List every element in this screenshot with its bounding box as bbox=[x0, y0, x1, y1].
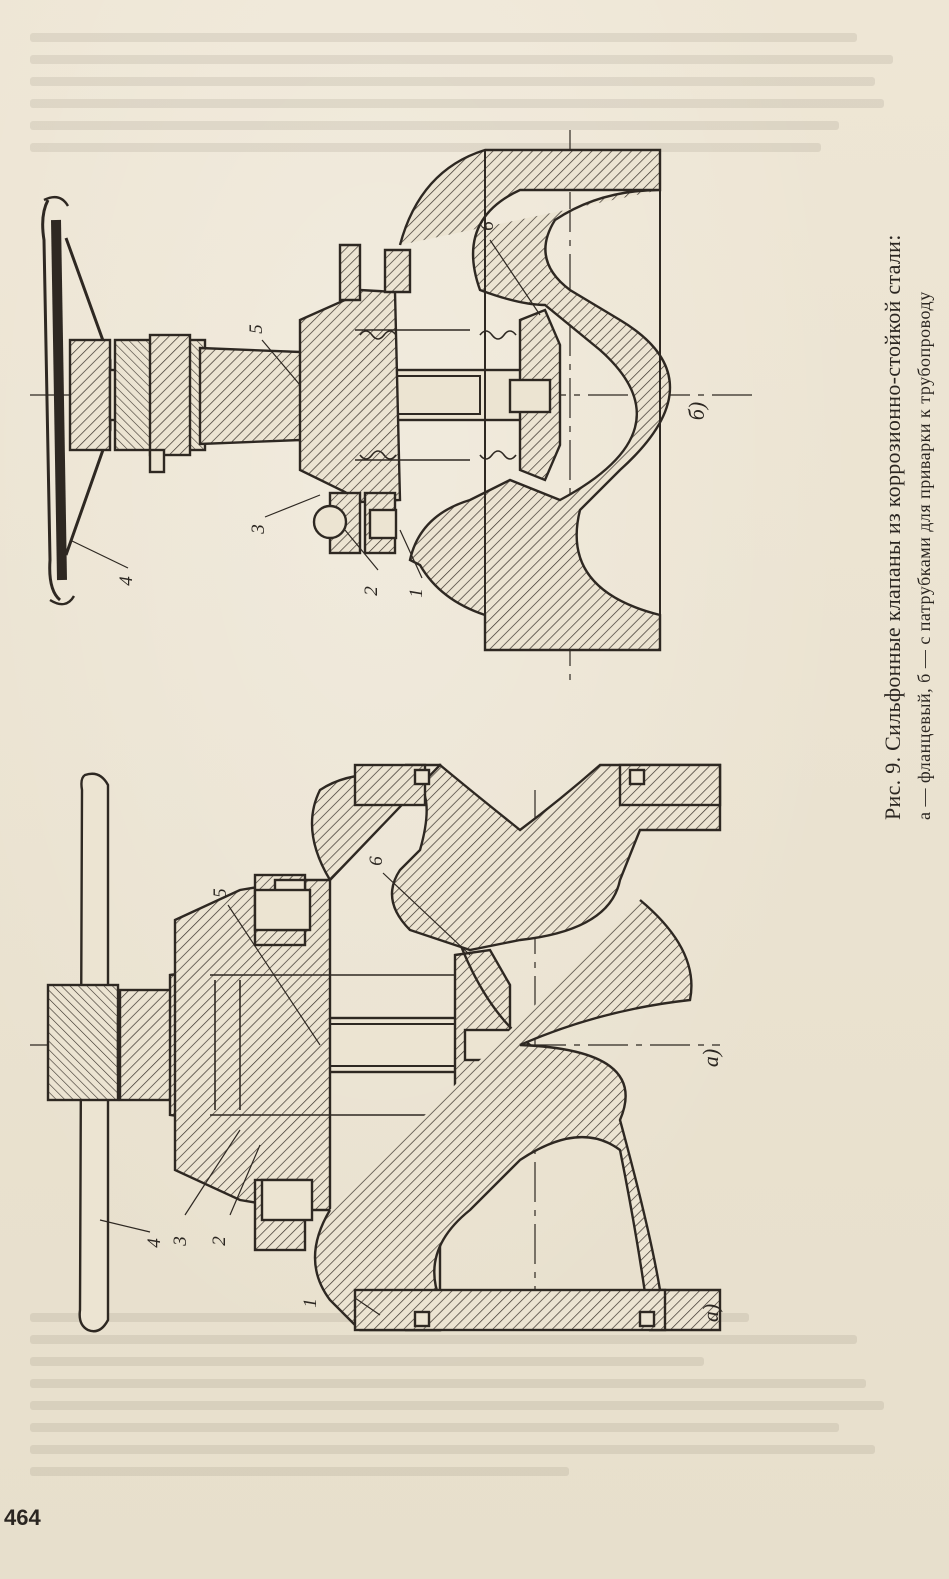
figure-b-drawing bbox=[30, 130, 760, 680]
figure-a-part-3: 3 bbox=[169, 1236, 191, 1246]
figure-b-part-2: 2 bbox=[360, 586, 382, 596]
figure-a-part-4: 4 bbox=[143, 1238, 165, 1248]
figure-a-label: а) bbox=[698, 1048, 724, 1068]
caption-title: Рис. 9. Сильфонные клапаны из коррозионн… bbox=[880, 234, 905, 820]
figure-a-drawing bbox=[30, 763, 722, 1333]
figure-b-label: б) bbox=[684, 401, 710, 421]
figure-a-part-5: 5 bbox=[209, 888, 231, 898]
bleed-through-text-top bbox=[30, 20, 929, 165]
leader-lines bbox=[69, 239, 541, 1316]
figure-b-part-6: 6 bbox=[476, 221, 498, 231]
figure-caption: Рис. 9. Сильфонные клапаны из коррозионн… bbox=[880, 234, 935, 820]
figure-a-part-2: 2 bbox=[208, 1236, 230, 1246]
figure-b-part-3: 3 bbox=[247, 524, 269, 534]
figure-a-part-6: 6 bbox=[365, 856, 387, 866]
figure-b-part-5: 5 bbox=[245, 324, 267, 334]
figure-b-part-4: 4 bbox=[115, 576, 137, 586]
page-number: 464 bbox=[4, 1505, 41, 1530]
figure-b-part-1: 1 bbox=[405, 588, 427, 598]
figure-a-part-1: 1 bbox=[299, 1298, 321, 1308]
caption-subtitle: а — фланцевый, б — с патрубками для прив… bbox=[914, 291, 934, 820]
figure-a-label-repeat: а) bbox=[698, 1303, 724, 1323]
